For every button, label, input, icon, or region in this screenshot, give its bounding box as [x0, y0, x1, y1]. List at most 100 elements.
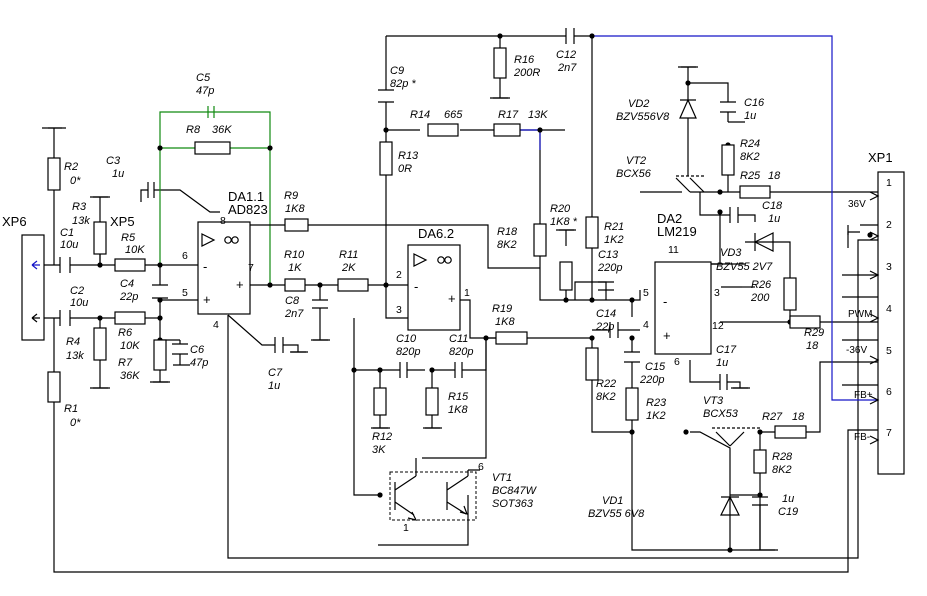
- svg-text:LM219: LM219: [657, 224, 697, 239]
- svg-text:5: 5: [886, 345, 892, 357]
- svg-text:C6: C6: [190, 344, 205, 356]
- svg-text:C14: C14: [596, 308, 616, 320]
- svg-text:R11: R11: [339, 249, 358, 261]
- svg-text:R5: R5: [121, 232, 136, 244]
- svg-text:R22: R22: [596, 378, 616, 390]
- resistor-r23: [625, 387, 639, 421]
- svg-text:PWM: PWM: [848, 309, 872, 320]
- svg-text:+: +: [236, 277, 244, 292]
- resistor-r1: [47, 371, 61, 403]
- svg-text:R27: R27: [762, 411, 783, 423]
- resistor-r8: [194, 141, 231, 155]
- capacitors: [59, 28, 768, 506]
- svg-text:FB+: FB+: [854, 390, 873, 401]
- svg-text:200: 200: [750, 292, 770, 304]
- svg-text:R9: R9: [284, 190, 298, 202]
- svg-text:VD2: VD2: [628, 98, 649, 110]
- resistor-r14: [427, 123, 459, 137]
- component-labels: R2 0* R3 13k R4 13k R1 0* R5 10K R6 10K …: [60, 49, 824, 534]
- svg-text:6: 6: [182, 250, 188, 262]
- svg-text:8K2: 8K2: [772, 464, 792, 476]
- svg-text:4: 4: [213, 319, 219, 331]
- svg-text:8: 8: [220, 215, 226, 227]
- ic-da6: 2 3 1 - + DA6.2: [396, 226, 470, 331]
- svg-text:82p *: 82p *: [390, 78, 416, 90]
- svg-text:0*: 0*: [70, 417, 81, 429]
- capacitor-c8: [312, 299, 328, 309]
- capacitor-c19: [752, 496, 768, 506]
- svg-text:VD3: VD3: [720, 247, 742, 259]
- svg-text:13K: 13K: [528, 109, 548, 121]
- svg-text:6: 6: [674, 356, 680, 368]
- svg-text:1: 1: [464, 287, 470, 299]
- capacitor-c3: [147, 182, 155, 198]
- svg-text:R24: R24: [740, 138, 760, 150]
- svg-text:R7: R7: [118, 357, 133, 369]
- resistor-r28: [753, 449, 767, 474]
- svg-text:C18: C18: [762, 200, 783, 212]
- svg-text:47p: 47p: [190, 357, 208, 369]
- svg-text:C2: C2: [70, 285, 84, 297]
- svg-text:665: 665: [444, 109, 463, 121]
- svg-text:R15: R15: [448, 391, 469, 403]
- transistor-vt2: [675, 170, 706, 193]
- diode-vd1: [720, 495, 740, 516]
- svg-text:C1: C1: [60, 227, 74, 239]
- svg-text:DA6.2: DA6.2: [418, 226, 454, 241]
- capacitor-c18: [729, 207, 739, 223]
- svg-text:22p: 22p: [119, 291, 138, 303]
- capacitor-c4: [152, 284, 168, 299]
- svg-text:BC847W: BC847W: [492, 485, 538, 497]
- resistor-r4: [93, 327, 107, 361]
- capacitor-c2: [59, 310, 71, 326]
- svg-text:R18: R18: [497, 226, 518, 238]
- svg-text:5: 5: [182, 287, 188, 299]
- resistor-r18: [533, 223, 547, 257]
- svg-text:VT3: VT3: [703, 395, 724, 407]
- resistor-r21: [585, 216, 599, 249]
- svg-text:3: 3: [396, 304, 402, 316]
- svg-text:R26: R26: [751, 279, 772, 291]
- transistors: [389, 170, 760, 521]
- resistor-r6: [114, 311, 146, 325]
- resistor-r9: [284, 218, 309, 232]
- svg-text:C9: C9: [390, 65, 404, 77]
- svg-text:BZV55 2V7: BZV55 2V7: [716, 261, 773, 273]
- svg-text:R13: R13: [398, 150, 419, 162]
- svg-text:6: 6: [478, 461, 484, 473]
- svg-text:5: 5: [643, 287, 649, 299]
- resistor-r7: [153, 339, 167, 371]
- resistor-r22: [585, 347, 599, 381]
- svg-text:SOT363: SOT363: [492, 498, 534, 510]
- svg-text:R16: R16: [514, 54, 535, 66]
- svg-text:18: 18: [768, 170, 781, 182]
- svg-text:C12: C12: [556, 49, 576, 61]
- svg-text:R3: R3: [72, 201, 87, 213]
- ground-symbols: [42, 66, 849, 551]
- svg-text:C19: C19: [778, 506, 798, 518]
- svg-text:4: 4: [643, 319, 649, 331]
- svg-text:820p: 820p: [396, 346, 420, 358]
- svg-text:8K2: 8K2: [497, 239, 517, 251]
- svg-text:C17: C17: [716, 344, 737, 356]
- svg-text:VD1: VD1: [602, 495, 623, 507]
- svg-text:1: 1: [886, 177, 892, 189]
- svg-text:-: -: [663, 294, 667, 309]
- svg-text:R17: R17: [498, 109, 519, 121]
- svg-text:XP1: XP1: [868, 150, 893, 165]
- resistor-r26: [783, 277, 797, 311]
- svg-text:1: 1: [403, 522, 409, 534]
- capacitor-c15: [624, 351, 640, 363]
- resistor-r16: [493, 47, 507, 79]
- svg-text:0R: 0R: [398, 163, 412, 175]
- svg-text:-: -: [414, 279, 418, 294]
- transistor-vt3: [712, 427, 760, 447]
- svg-text:C5: C5: [196, 72, 211, 84]
- svg-text:2K: 2K: [341, 262, 356, 274]
- svg-text:VT2: VT2: [626, 155, 646, 167]
- diodes: [679, 98, 774, 516]
- svg-text:220p: 220p: [597, 262, 622, 274]
- svg-text:+: +: [448, 291, 456, 306]
- svg-text:200R: 200R: [513, 67, 540, 79]
